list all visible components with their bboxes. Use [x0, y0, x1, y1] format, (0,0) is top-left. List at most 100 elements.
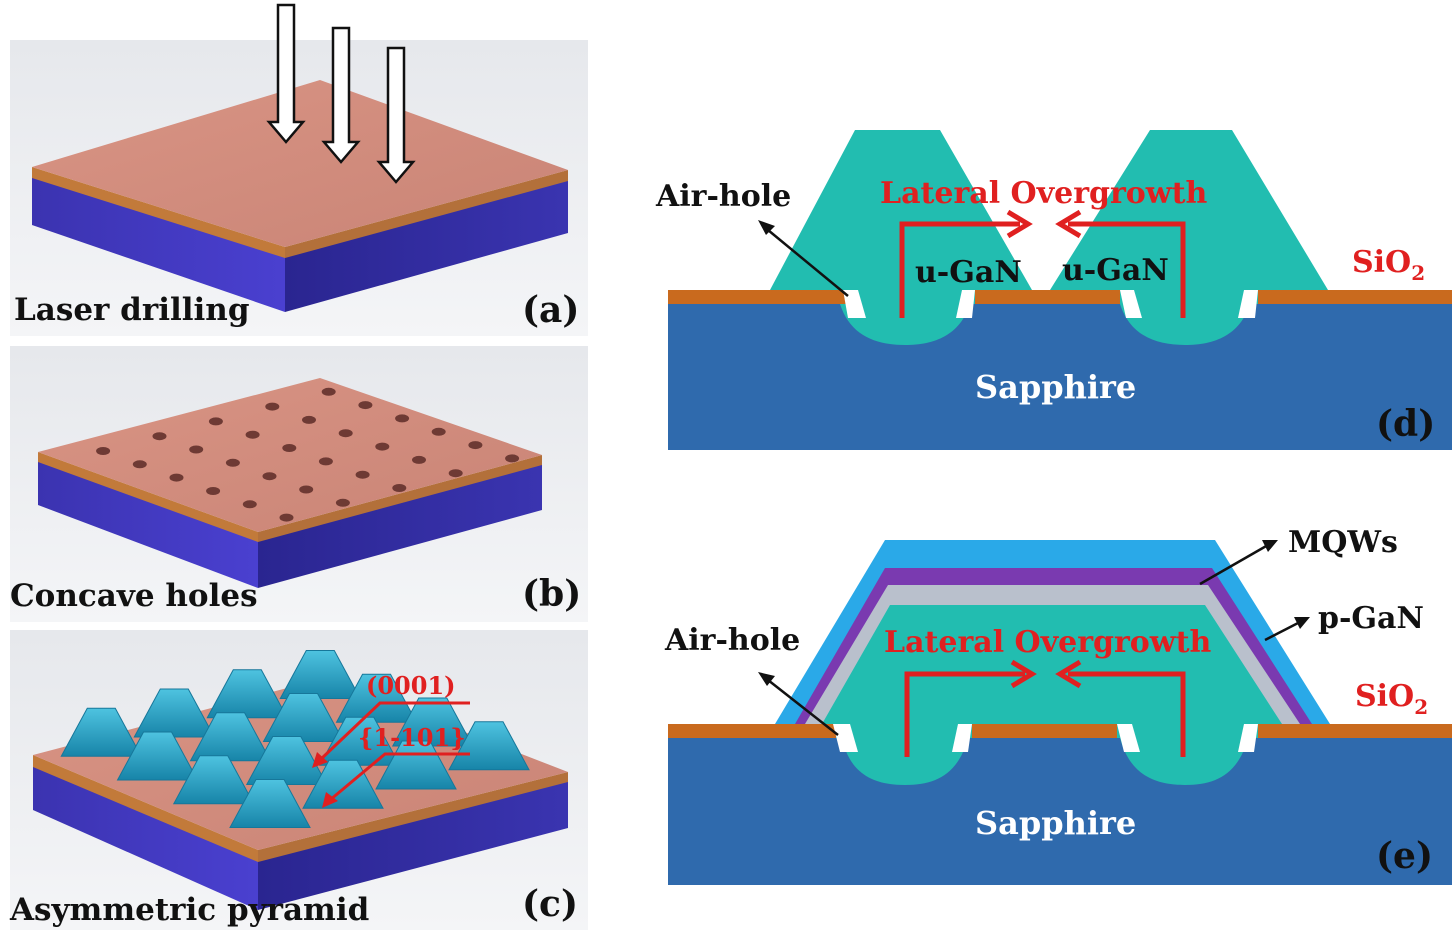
concave-hole — [265, 402, 280, 411]
pyramid — [206, 669, 289, 719]
sio2-mask-right — [1258, 290, 1452, 304]
sapphire-substrate — [668, 737, 1452, 885]
concave-hole — [335, 498, 350, 507]
concave-holes-array — [96, 387, 520, 522]
copper-edge-front — [33, 755, 258, 862]
pyramid — [116, 731, 199, 781]
air-hole-pointer — [767, 679, 839, 736]
sapphire-label: Sapphire — [975, 804, 1136, 842]
overgrowth-arrow-right — [1068, 671, 1186, 757]
sio2-mask-left — [668, 724, 836, 738]
concave-hole — [279, 513, 294, 522]
overgrowth-label: Lateral Overgrowth — [884, 625, 1211, 660]
facet-side-arrowhead — [322, 792, 338, 808]
panel-a-caption: Laser drilling — [14, 292, 250, 328]
copper-edge-side — [258, 455, 542, 542]
facet-top-pointer — [318, 701, 470, 762]
facet-side-pointer — [329, 752, 470, 802]
concave-hole — [395, 414, 410, 423]
air-holes — [833, 724, 1258, 752]
overgrowth-arrowhead-left — [1006, 209, 1033, 239]
p-gan-label: p-GaN — [1318, 601, 1424, 636]
overgrowth-arrow-left — [904, 671, 1025, 757]
panel-d-tag: (d) — [1376, 403, 1435, 445]
air-hole-pointer-head — [758, 220, 775, 235]
sio2-mask-middle — [975, 290, 1120, 304]
panel-e-tag: (e) — [1376, 835, 1433, 877]
overgrowth-arrowhead-right — [1055, 209, 1082, 239]
pyramid — [448, 721, 530, 771]
pyramid — [245, 736, 328, 786]
concave-hole — [132, 460, 147, 469]
panel-a-tag: (a) — [522, 289, 579, 331]
laser-beam-arrows — [266, 3, 416, 184]
panel-e: Air-hole Lateral Overgrowth MQWs p-GaN S… — [664, 525, 1452, 885]
pyramid — [335, 673, 418, 723]
panel-b-tag: (b) — [522, 573, 581, 615]
sio2-label: SiO2 — [1355, 679, 1428, 719]
air-hole-1 — [833, 724, 858, 752]
concave-hole — [208, 417, 223, 426]
copper-edge-side — [258, 772, 568, 862]
pyramid — [391, 697, 474, 747]
substrate-front-face — [33, 765, 258, 910]
facet-side-label: {1-101} — [358, 723, 466, 752]
air-hole-1 — [843, 290, 866, 318]
copper-edge-front — [38, 452, 258, 542]
air-hole-2 — [952, 724, 972, 752]
panel-b: Concave holes (b) — [10, 346, 588, 622]
concave-hole — [299, 485, 314, 494]
concave-hole — [448, 469, 463, 478]
concave-hole — [338, 429, 353, 438]
substrate-side-face — [258, 462, 542, 588]
concave-hole — [375, 442, 390, 451]
mqws-pointer-head — [1262, 540, 1278, 552]
air-hole-label: Air-hole — [655, 179, 791, 214]
overgrowth-arrow-left — [899, 221, 1020, 318]
pyramid — [229, 779, 311, 829]
panel-d: Air-hole Lateral Overgrowth u-GaN u-GaN … — [655, 130, 1452, 450]
u-gan-right-trapezoid — [1050, 130, 1328, 345]
pyramid — [262, 693, 345, 743]
copper-edge-front — [32, 167, 285, 258]
concave-hole — [206, 487, 221, 495]
mqws-label: MQWs — [1288, 525, 1398, 560]
sio2-mask-left — [668, 290, 848, 304]
overgrowth-arrows — [904, 671, 1186, 757]
u-gan-core — [822, 605, 1282, 785]
concave-hole — [318, 457, 333, 466]
panel-a: Laser drilling (a) — [10, 3, 588, 336]
pyramid — [189, 712, 272, 762]
concave-hole — [96, 447, 111, 455]
p-gan-pointer — [1264, 620, 1301, 642]
sapphire-label: Sapphire — [975, 368, 1136, 406]
concave-hole — [242, 500, 257, 509]
overgrowth-label: Lateral Overgrowth — [880, 176, 1207, 211]
air-hole-4 — [1238, 290, 1258, 318]
panel-c-tag: (c) — [522, 883, 578, 925]
mqws-pointer — [1199, 543, 1269, 586]
concave-hole — [358, 401, 373, 410]
pyramid-array — [60, 650, 530, 829]
facet-top-label: (0001) — [366, 671, 456, 700]
panel-c: (0001) {1-101} Asymmetric pyramid (c) — [9, 630, 588, 930]
substrate-front-face — [38, 460, 258, 588]
overgrowth-arrowhead-left — [1010, 659, 1037, 689]
concave-hole — [431, 427, 446, 436]
substrate-side-face — [285, 178, 568, 312]
concave-hole — [412, 455, 426, 464]
pyramid — [60, 707, 143, 757]
air-hole-3 — [1120, 290, 1142, 318]
overgrowth-arrowhead-right — [1055, 659, 1082, 689]
air-holes — [843, 290, 1258, 318]
concave-hole — [321, 387, 336, 396]
air-hole-3 — [1117, 724, 1140, 752]
air-hole-pointer — [767, 229, 849, 297]
sio2-label: SiO2 — [1352, 245, 1425, 285]
sio2-mask-middle — [972, 724, 1117, 738]
sio2-mask-right — [1258, 724, 1452, 738]
concave-hole — [262, 472, 277, 481]
air-hole-pointer-head — [758, 672, 775, 686]
overgrowth-arrow-right — [1068, 221, 1186, 318]
